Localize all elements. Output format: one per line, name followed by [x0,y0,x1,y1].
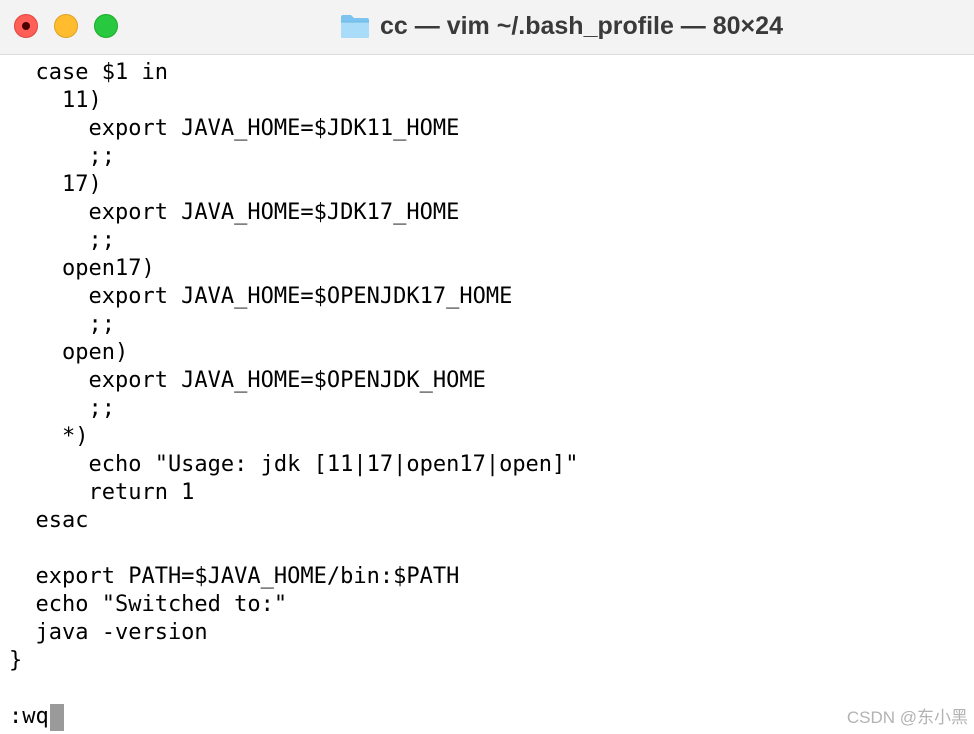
window-title-group: cc — vim ~/.bash_profile — 80×24 [340,10,783,42]
command-text: :wq [9,704,49,729]
minimize-button[interactable] [54,14,78,38]
code-line [9,535,959,563]
watermark: CSDN @东小黑 [846,708,968,727]
code-line: export PATH=$JAVA_HOME/bin:$PATH [9,564,460,589]
code-line: return 1 [9,480,195,505]
code-line: export JAVA_HOME=$OPENJDK17_HOME [9,284,513,309]
text-cursor [49,703,64,731]
code-line: ;; [9,228,115,253]
code-line: ;; [9,312,115,337]
vim-editor-buffer[interactable]: case $1 in 11) export JAVA_HOME=$JDK11_H… [9,59,959,679]
code-line: export JAVA_HOME=$JDK11_HOME [9,116,460,141]
close-button[interactable] [14,14,38,38]
code-line: java -version [9,620,208,645]
window-title: cc — vim ~/.bash_profile — 80×24 [380,11,783,40]
code-line: 17) [9,172,102,197]
code-line: ;; [9,396,115,421]
zoom-button[interactable] [94,14,118,38]
close-dirty-indicator-icon [22,22,30,30]
code-line: *) [9,424,89,449]
code-line: echo "Usage: jdk [11|17|open17|open]" [9,452,579,477]
code-line: esac [9,508,89,533]
code-line: export JAVA_HOME=$JDK17_HOME [9,200,460,225]
folder-icon [341,15,369,38]
code-line: open) [9,340,129,365]
code-line: 11) [9,88,102,113]
code-line: echo "Switched to:" [9,592,288,617]
code-line: case $1 in [9,60,168,85]
code-line: } [9,648,23,673]
title-bar[interactable]: cc — vim ~/.bash_profile — 80×24 [0,0,974,55]
code-line: export JAVA_HOME=$OPENJDK_HOME [9,368,486,393]
code-line: open17) [9,256,155,281]
vim-command-line[interactable]: :wq [9,703,64,731]
code-line: ;; [9,144,115,169]
